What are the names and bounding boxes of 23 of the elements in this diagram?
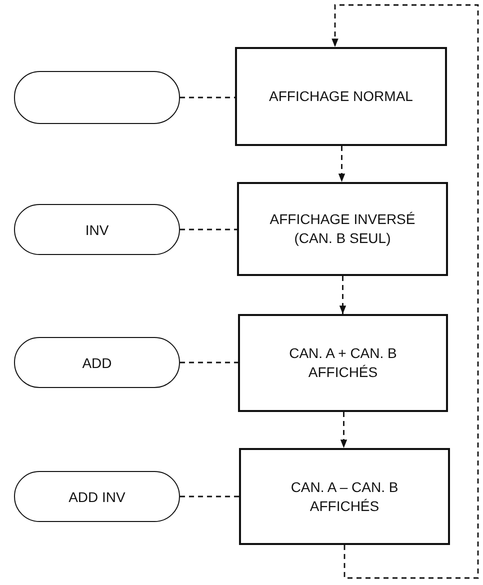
process-box (238, 314, 448, 412)
connector (340, 412, 348, 448)
node-label: AFFICHAGE INVERSÉ (CAN. B SEUL) (268, 210, 416, 248)
mode-button (14, 471, 180, 522)
connector (339, 276, 346, 314)
process-box (239, 448, 450, 545)
mode-button (14, 204, 180, 255)
connector (180, 362, 238, 364)
connector (338, 146, 346, 182)
connector (180, 228, 237, 230)
node-label: CAN. A – CAN. B AFFICHÉS (290, 478, 400, 516)
process-box (237, 182, 448, 276)
node-label: ADD (82, 354, 112, 370)
node-label: AFFICHAGE NORMAL (269, 87, 413, 106)
connector (180, 496, 239, 498)
node-label: INV (85, 222, 109, 238)
mode-button (14, 71, 180, 124)
process-box (235, 47, 447, 146)
node-label: ADD INV (68, 488, 126, 504)
connector (332, 4, 479, 579)
mode-button (14, 337, 180, 388)
connector (180, 96, 235, 98)
node-label: CAN. A + CAN. B AFFICHÉS (288, 344, 398, 382)
